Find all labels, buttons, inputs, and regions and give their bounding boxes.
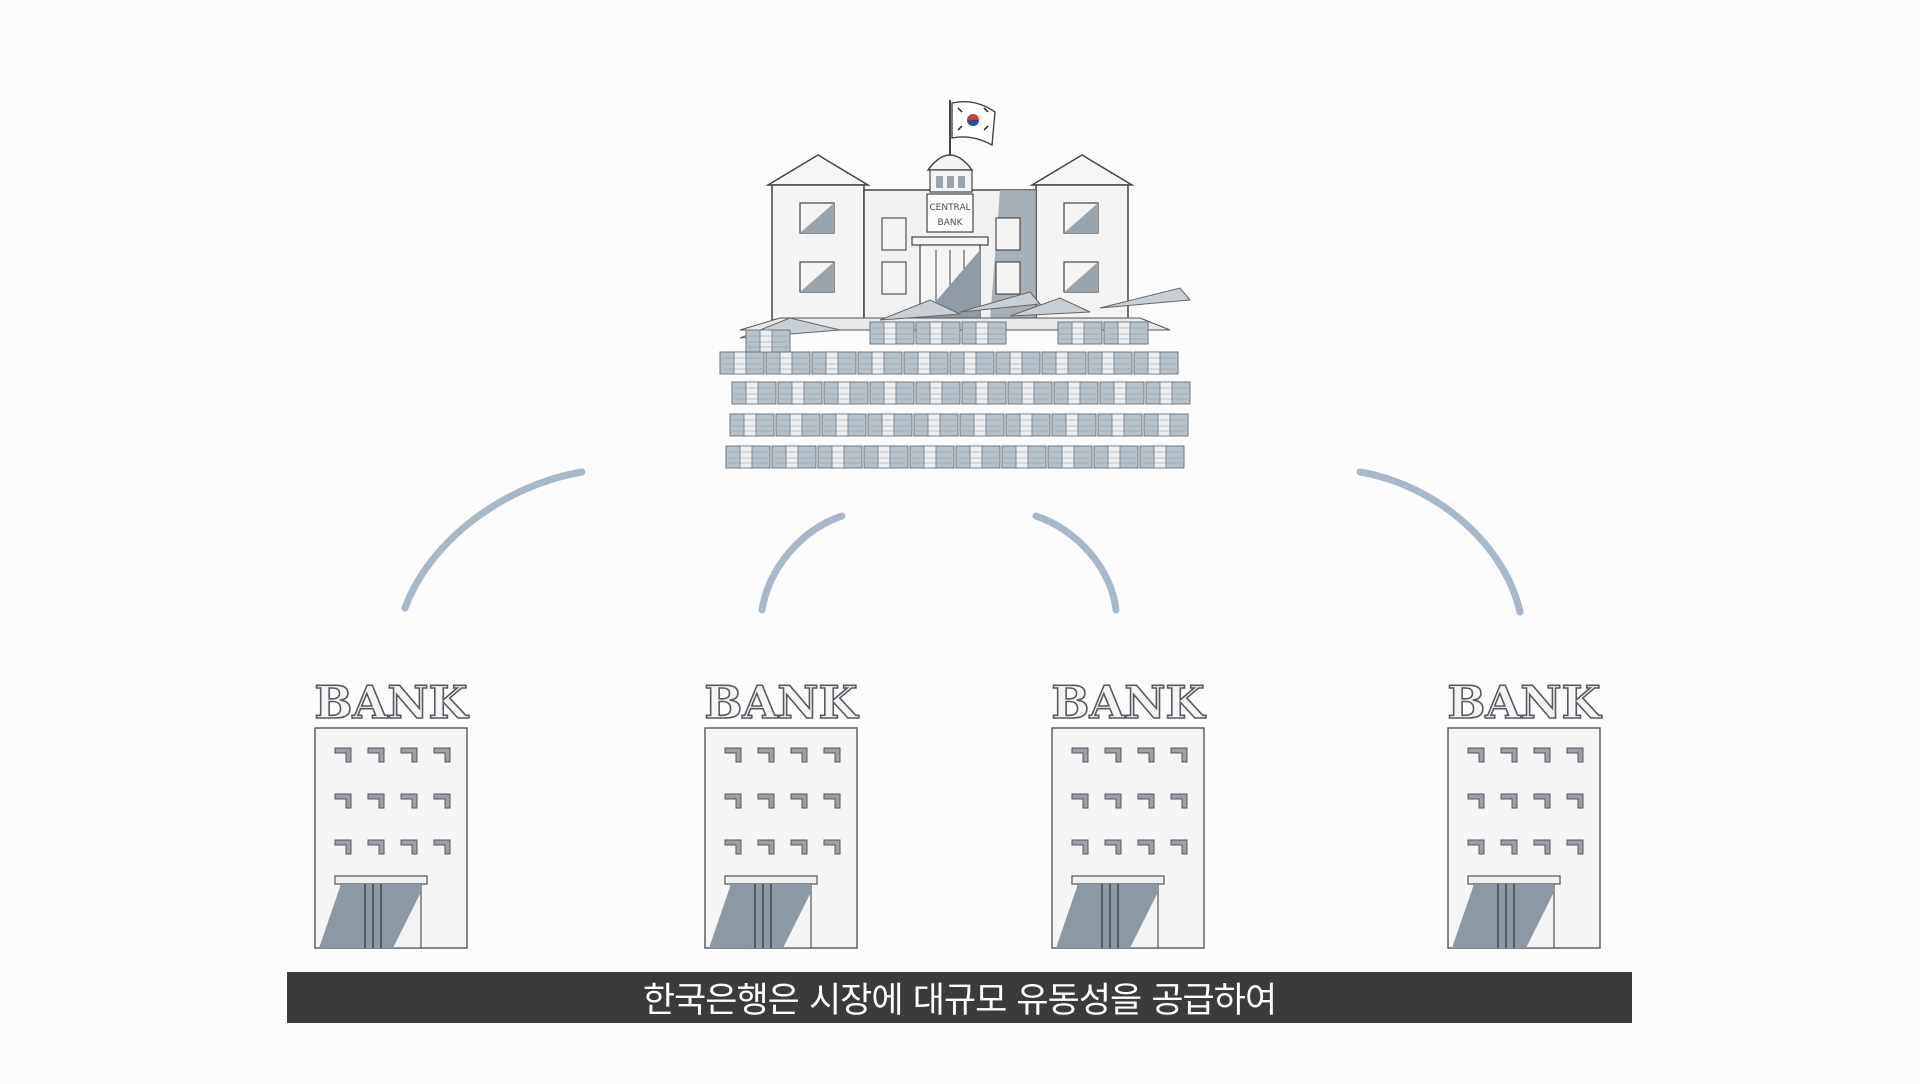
money-pile-icon [719, 287, 1191, 469]
arrow-to-bank-3 [1032, 512, 1120, 614]
bank-building-3: BANK [1051, 675, 1207, 949]
central-bank-sign-line2: BANK [938, 218, 964, 228]
arrow-to-bank-4 [1356, 468, 1524, 616]
bank-building-1: BANK [314, 675, 470, 949]
arrow-to-bank-2 [758, 512, 846, 614]
subtitle-bar: 한국은행은 시장에 대규모 유동성을 공급하여 [287, 972, 1632, 1023]
central-bank-sign-line1: CENTRAL [929, 203, 970, 213]
korean-flag-icon [949, 100, 996, 160]
bank-label-3: BANK [1051, 676, 1206, 729]
bank-building-2: BANK [704, 675, 860, 949]
flow-arrows [401, 468, 1524, 616]
bank-label-1: BANK [314, 676, 469, 729]
central-bank-building: CENTRAL BANK [739, 100, 1171, 331]
arrow-to-bank-1 [401, 468, 586, 612]
bank-label-2: BANK [704, 676, 859, 729]
subtitle-text: 한국은행은 시장에 대규모 유동성을 공급하여 [642, 981, 1277, 1021]
bank-building-4: BANK [1447, 675, 1603, 949]
bank-label-4: BANK [1447, 676, 1602, 729]
